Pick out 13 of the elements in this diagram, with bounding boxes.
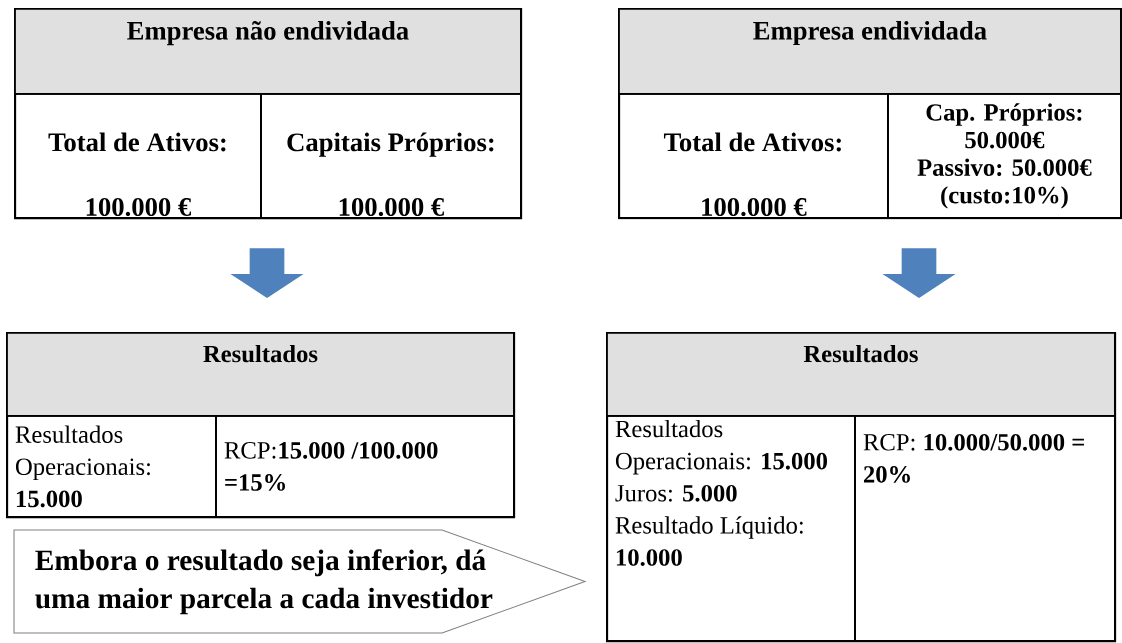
header-cell: Resultados	[6, 332, 515, 417]
header-cell: Empresa não endividada	[14, 8, 522, 95]
table-cell: RCP:15.000 /100.000 =15%	[215, 415, 515, 518]
header-cell: Resultados	[606, 332, 1116, 417]
table-cell: Resultados Operacionais: 15.000 Juros: 5.000 Resultado Líquido: 10.000	[606, 415, 856, 642]
arrow-callout: Embora o resultado seja inferior, dá uma maior parcela a cada investidor	[13, 529, 587, 634]
table-cell: Capitais Próprios: 100.000 €	[260, 93, 522, 219]
header-cell: Empresa endividada	[618, 8, 1122, 95]
table-cell: Total de Ativos: 100.000 €	[618, 93, 889, 219]
table-cell: Cap. Próprios: 50.000€ Passivo: 50.000€ (custo:10%)	[887, 93, 1122, 219]
table-cell: Total de Ativos: 100.000 €	[14, 93, 262, 219]
table-cell: RCP: 10.000/50.000 = 20%	[854, 415, 1116, 642]
table-cell: Resultados Operacionais: 15.000	[6, 415, 217, 518]
